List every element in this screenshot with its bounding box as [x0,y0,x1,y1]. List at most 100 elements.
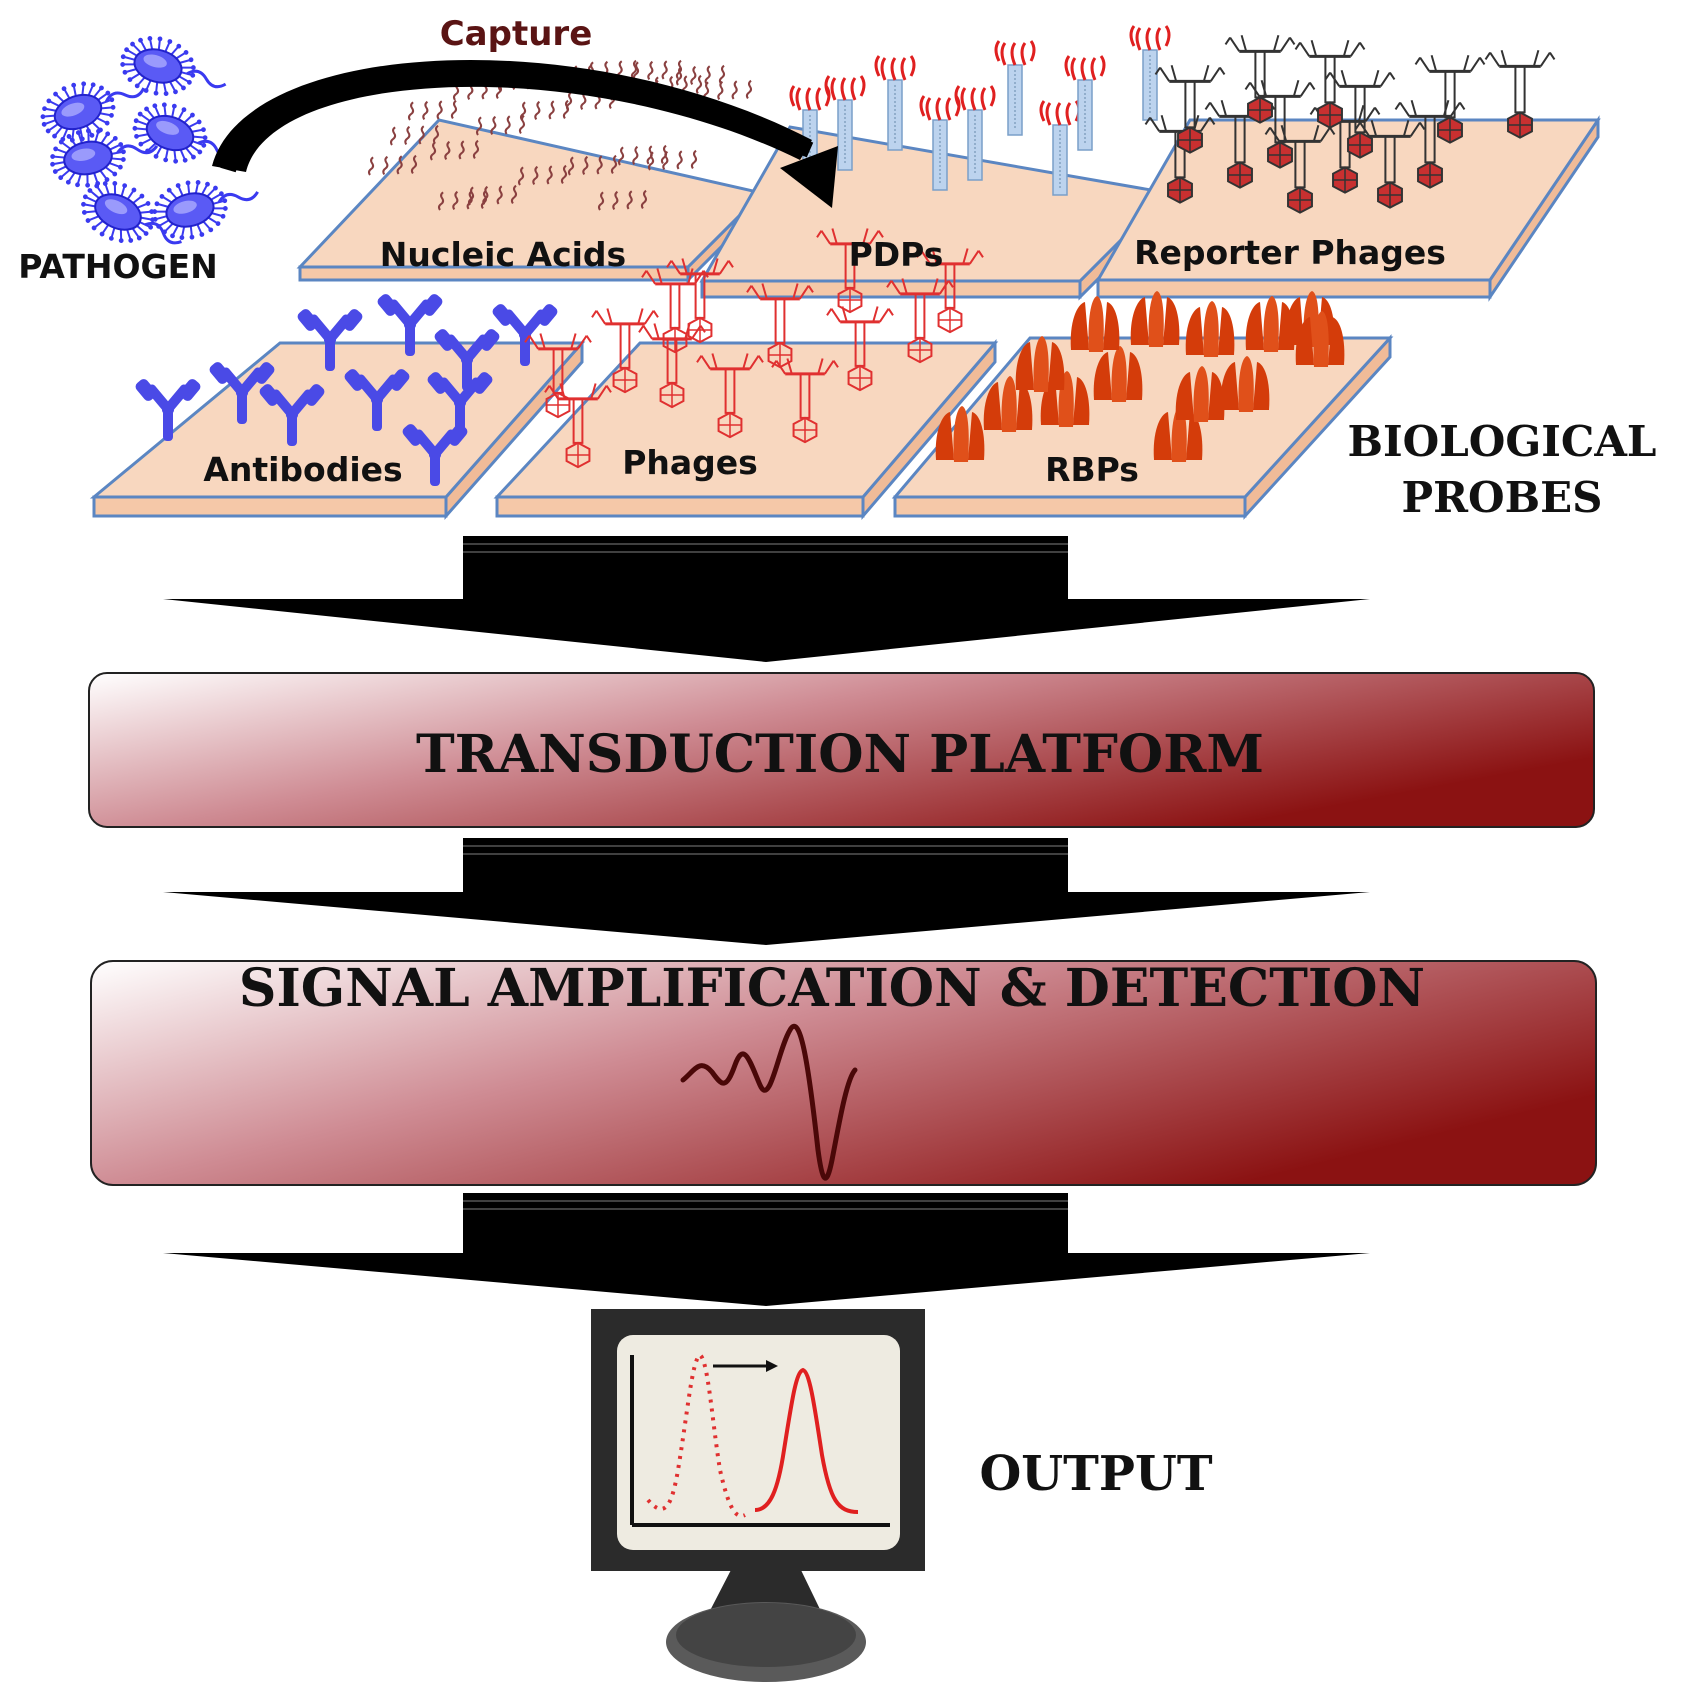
antibody [427,372,493,434]
nucleic-acid-strand [408,99,458,121]
down-arrow-1 [163,536,1370,662]
rbp-molecule [1295,311,1345,367]
rbp-molecule [1093,346,1143,402]
pdp-probe [1064,55,1106,151]
down-arrow-2 [163,838,1370,945]
rbp-molecules [935,291,1345,462]
phage-particle [591,308,659,394]
rbp-molecule [1070,296,1120,352]
output-label: OUTPUT [979,1446,1212,1502]
nucleic-acid-strand [438,189,488,211]
platform-antibodies [89,339,586,520]
capture-arrow [212,59,838,208]
rbp-molecule [1175,366,1225,422]
reporter-phage [1204,99,1276,189]
platform-reporter-phages [1095,115,1601,302]
pdp-probe [954,85,996,181]
antibody [135,379,201,441]
reporter-phage [1354,119,1426,209]
biological-probes-label-line2: PROBES [1402,473,1603,522]
antibody [344,369,410,431]
platform-label-antibodies: Antibodies [203,450,402,489]
pdp-probe [919,95,961,191]
phage-particle [886,278,954,364]
pdp-probe [1129,25,1171,121]
pathogen-bacterium [152,180,259,240]
pathogen-bacterium [132,102,237,164]
phage-particle [916,248,984,334]
nucleic-acid-strand [390,124,440,146]
pdp-probe [874,55,916,151]
phage-particle [696,353,764,439]
nucleic-acid-strand [676,64,726,86]
signal-amplification-box [90,960,1597,1186]
nucleic-acid-strand [468,184,518,206]
nucleic-acid-strand [618,144,668,166]
pathogen-bacterium [120,36,227,96]
pdp-probe [824,75,866,171]
reporter-phage [1154,64,1226,154]
pdp-probes [789,25,1171,196]
antibody [259,384,325,446]
nucleic-acid-strand [598,189,648,211]
antibody [297,309,363,371]
phage-particles [524,228,984,469]
antibody [492,304,558,366]
pathogen-bacterium [81,181,182,245]
nucleic-acid-strand [430,139,480,161]
reporter-phage [1224,34,1296,124]
rbp-molecule [1015,336,1065,392]
biological-probes-label-line1: BIOLOGICAL [1348,417,1657,466]
pdp-probe [994,40,1036,136]
platform-label-reporter-phages: Reporter Phages [1134,233,1446,272]
transduction-platform-box [88,672,1595,828]
reporter-phage [1244,79,1316,169]
phage-particle [524,333,592,419]
reporter-phage [1484,49,1556,139]
pathogen-label: PATHOGEN [18,247,218,286]
reporter-phage-particles [1144,34,1556,214]
antibody [377,294,443,356]
reporter-phage [1324,69,1396,159]
platform-label-rbps: RBPs [1045,450,1139,489]
rbp-molecule [983,376,1033,432]
down-arrow-3 [163,1193,1370,1306]
nucleic-acid-strand [518,164,568,186]
pathogen-bacterium [50,128,159,188]
signal-amplification-label: SIGNAL AMPLIFICATION & DETECTION [239,958,1425,1019]
monitor-icon [591,1309,925,1682]
nucleic-acid-strand [648,149,698,171]
transduction-platform-label: TRANSDUCTION PLATFORM [416,724,1264,785]
pathogen-bacterium [40,81,146,143]
phage-particle [641,268,709,354]
nucleic-acid-strand [703,79,753,101]
nucleic-acid-strand [633,59,683,81]
pathogen-bacteria [40,36,259,245]
signal-wave [680,1023,858,1181]
reporter-phage [1294,39,1366,129]
rbp-molecule [1130,291,1180,347]
nucleic-acid-strand [368,154,418,176]
phage-particle [666,258,734,344]
platform-label-phages: Phages [622,443,758,482]
antibody-molecules [135,294,558,486]
capture-label: Capture [440,14,593,54]
reporter-phage [1264,124,1336,214]
pdp-probe [1039,100,1081,196]
platform-phages [493,338,999,521]
antibody [209,362,275,424]
rbp-molecule [935,406,985,462]
phage-particle [638,323,706,409]
reporter-phage [1414,54,1486,144]
antibody [434,329,500,391]
phage-particle [771,358,839,444]
phage-particle [816,228,884,314]
phage-particle [746,283,814,369]
rbp-molecule [1185,301,1235,357]
platform-label-nucleic-acids: Nucleic Acids [380,235,626,274]
platform-label-pdps: PDPs [849,235,944,274]
nucleic-acid-strand [520,99,570,121]
nucleic-acid-strand [568,154,618,176]
rbp-molecule [1220,356,1270,412]
